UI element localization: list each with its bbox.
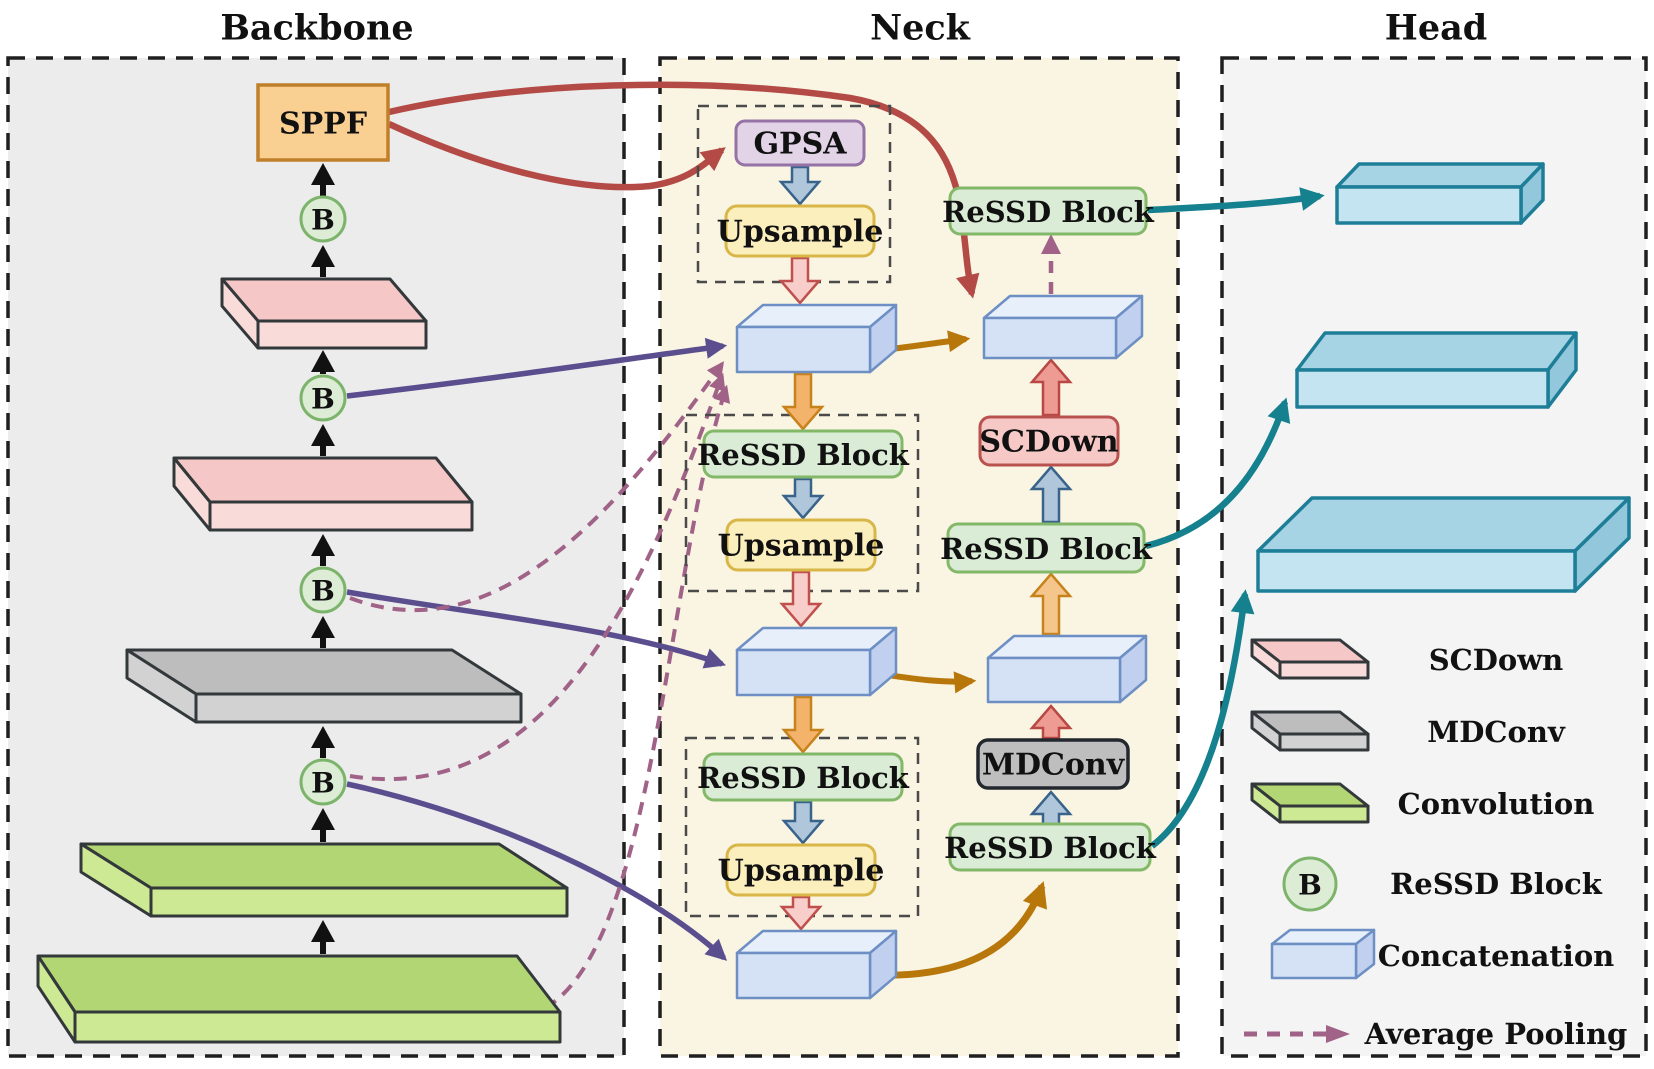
upsample-node-2: Upsample (718, 518, 885, 572)
scdown-slab-1 (220, 277, 428, 350)
concatenation-box-3 (735, 929, 898, 1000)
head-feature-slab-3 (1256, 496, 1631, 593)
legend-label-ressd: ReSSD Block (1390, 867, 1603, 901)
legend-label-scdown: SCDown (1429, 643, 1564, 677)
avgpool-conv-to-concat1-arrow (544, 384, 731, 1010)
b-label: B (311, 575, 335, 608)
upsample1-to-concat1-arrow (778, 256, 822, 305)
upsample3-to-concat3-arrow (779, 895, 823, 931)
sppf-to-gpsa-arrow (387, 121, 726, 191)
convolution-slab-icon (1250, 782, 1370, 824)
scdown-to-concat4-arrow (1029, 358, 1073, 417)
legend-label-mdconv: MDConv (1427, 715, 1566, 749)
average-pooling-arrow-icon (1244, 1025, 1350, 1043)
ressd-b-node-2: B (299, 374, 347, 422)
mdconv-to-concat5-arrow (1029, 704, 1073, 740)
gpsa-to-upsample-arrow (778, 165, 822, 206)
gpsa-node: GPSA (734, 119, 866, 167)
upsample2-to-concat2-arrow (779, 570, 823, 628)
neck-to-head-arrow-2 (1145, 397, 1291, 550)
legend-label-avgpool: Average Pooling (1364, 1017, 1628, 1051)
scdown-node: SCDown (978, 415, 1120, 467)
ressd-block-circle-icon: B (1282, 856, 1338, 912)
ressd-to-scdown-arrow (1029, 465, 1073, 524)
ressd-block-node-top: ReSSD Block (942, 186, 1155, 236)
sppf-node: SPPF (256, 83, 390, 162)
concat5-to-ressd-arrow (1029, 572, 1073, 636)
ressd-label: ReSSD Block (942, 195, 1155, 229)
backbone-flow-arrows (311, 163, 335, 954)
avgpool-b3-to-concat1-arrow (349, 361, 725, 612)
upsample-label: Upsample (718, 854, 885, 889)
ressd-label: ReSSD Block (697, 761, 910, 795)
ressd-block-node-mid: ReSSD Block (940, 522, 1153, 574)
legend-label-convolution: Convolution (1398, 787, 1595, 821)
skip-b2-to-concat1-arrow (346, 337, 728, 399)
upsample-node-1: Upsample (717, 204, 884, 258)
b-label: B (311, 767, 335, 800)
ressd-b-node-3: B (299, 566, 347, 614)
ressd-b-node-4: B (299, 758, 347, 806)
skip-b4-to-concat3-arrow (346, 781, 728, 961)
sppf-label: SPPF (279, 107, 367, 142)
mdconv-node: MDConv (976, 738, 1130, 790)
mdconv-slab-icon (1250, 710, 1370, 752)
b-label: B (311, 204, 335, 237)
concatenation-box-icon (1270, 928, 1376, 980)
mdconv-slab (125, 648, 523, 724)
ressd-to-mdconv-arrow (1029, 790, 1073, 826)
concatenation-box-2 (735, 626, 898, 697)
concat2-to-ressd-arrow (781, 695, 825, 754)
ressd-label: ReSSD Block (940, 532, 1153, 566)
concat1-to-ressd-arrow (781, 372, 825, 431)
neck-to-head-arrow-1 (1147, 187, 1325, 214)
gpsa-label: GPSA (753, 127, 847, 162)
ressd-block-node-bottom: ReSSD Block (944, 822, 1157, 872)
ressd-block-node-2: ReSSD Block (697, 752, 910, 802)
upsample-node-3: Upsample (718, 843, 885, 897)
ressd-label: ReSSD Block (697, 438, 910, 472)
scdown-label: SCDown (979, 425, 1118, 460)
concatenation-box-4 (982, 294, 1144, 360)
ressd-block-node-1: ReSSD Block (697, 429, 910, 479)
concatenation-box-1 (735, 303, 898, 374)
neck-title: Neck (870, 8, 971, 49)
scdown-slab-2 (172, 456, 474, 532)
scdown-slab-icon (1250, 638, 1370, 680)
ressd-to-upsample2-arrow (781, 477, 825, 520)
mdconv-label: MDConv (982, 748, 1126, 783)
head-title: Head (1385, 8, 1488, 49)
convolution-slab-1 (79, 842, 569, 918)
ressd-label: ReSSD Block (944, 831, 1157, 865)
convolution-slab-2 (36, 954, 562, 1044)
legend-label-concatenation: Concatenation (1378, 939, 1615, 973)
neck-to-head-arrow-3 (1150, 589, 1255, 849)
backbone-title: Backbone (220, 8, 413, 49)
b-label: B (311, 383, 335, 416)
b-label: B (1298, 869, 1322, 902)
avgpool-b4-to-concat1-arrow (349, 372, 726, 781)
head-feature-slab-2 (1295, 331, 1578, 409)
concatenation-box-5 (986, 634, 1148, 704)
ressd-to-upsample3-arrow (781, 800, 825, 845)
upsample-label: Upsample (718, 529, 885, 564)
upsample-label: Upsample (717, 215, 884, 250)
concat3-to-ressd-arrow (873, 881, 1048, 979)
head-feature-slab-1 (1335, 162, 1545, 225)
ressd-b-node-1: B (299, 195, 347, 243)
concat4-to-ressd-avgpool-arrow (1041, 234, 1061, 294)
skip-b3-to-concat2-arrow (346, 589, 726, 669)
legend: SCDown MDConv Convolution B ReSSD Block … (1244, 638, 1628, 1051)
